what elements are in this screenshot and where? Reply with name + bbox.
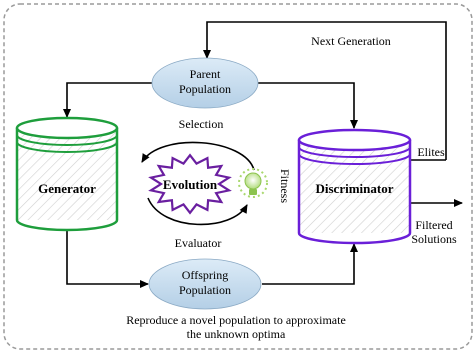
parent-to-generator-arrow — [63, 82, 153, 118]
next-generation-label: Next Generation — [311, 34, 391, 48]
elites-label: Elites — [417, 145, 445, 159]
outer-border — [3, 3, 473, 350]
filtered-solutions-label-2: Solutions — [411, 232, 457, 246]
offspring-population-label-1: Offspring — [182, 268, 228, 282]
next-generation-arrow — [203, 21, 447, 160]
parent-population-label-1: Parent — [190, 67, 221, 81]
offspring-population-label-2: Population — [179, 283, 231, 297]
discriminator-label: Discriminator — [316, 181, 394, 196]
evolution-label: Evolution — [163, 177, 218, 192]
parent-population-label-2: Population — [179, 82, 231, 96]
evaluator-arc — [147, 197, 248, 226]
evolution-node: Evolution — [148, 153, 232, 215]
offspring-population-node: Offspring Population — [148, 258, 262, 310]
evaluator-label: Evaluator — [175, 236, 222, 250]
fitness-label: Fitness — [278, 169, 292, 203]
filtered-solutions-label-1: Filtered — [415, 218, 452, 232]
caption-line-2: the unknown optima — [187, 327, 286, 341]
parent-population-node: Parent Population — [151, 57, 259, 109]
selection-arc — [141, 141, 255, 171]
offspring-to-discriminator-arrow — [262, 243, 358, 285]
evolution-starburst — [148, 153, 232, 215]
generator-to-offspring-arrow — [66, 229, 149, 288]
discriminator-node: Discriminator — [297, 128, 412, 245]
selection-label: Selection — [179, 117, 224, 131]
caption-line-1: Reproduce a novel population to approxim… — [126, 313, 346, 327]
lightbulb-icon — [238, 168, 268, 198]
parent-to-discriminator-arrow — [257, 82, 358, 129]
generator-label: Generator — [38, 181, 96, 196]
generator-node: Generator — [15, 116, 119, 232]
